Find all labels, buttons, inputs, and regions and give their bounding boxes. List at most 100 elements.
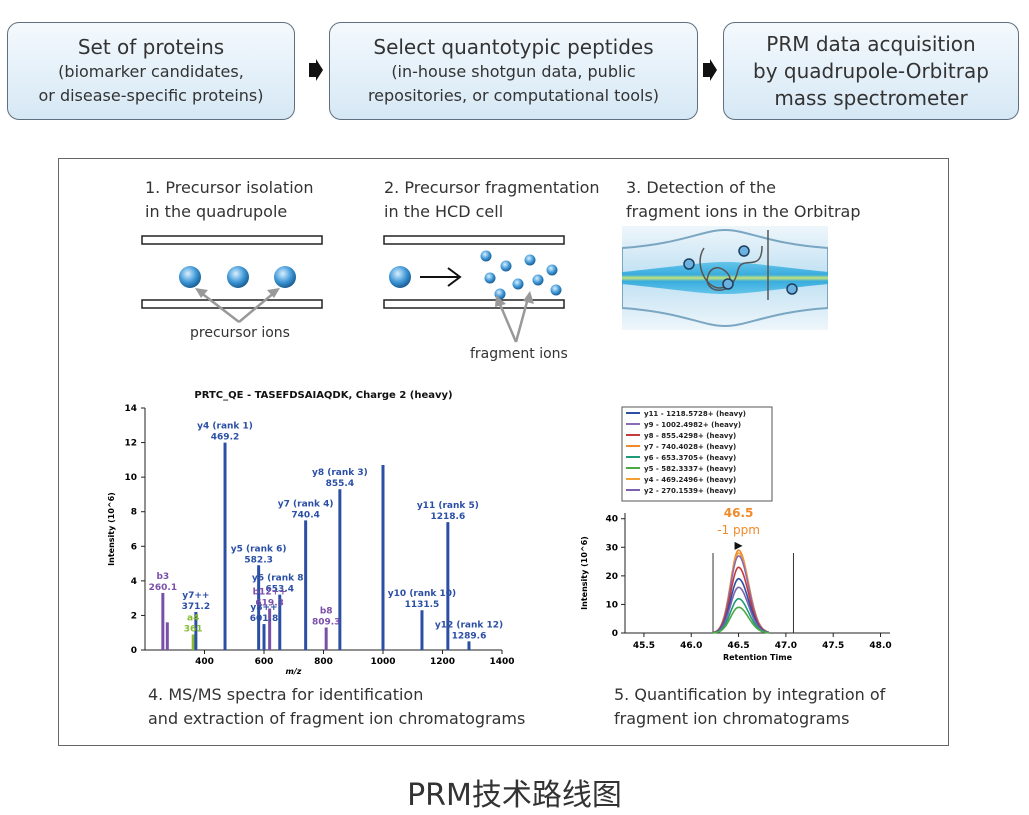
msms-spectrum-chart: PRTC_QE - TASEFDSAIAQDK, Charge 2 (heavy…	[107, 390, 515, 676]
chromatogram-trace	[711, 555, 770, 634]
peak-label-mz: 619.3	[255, 599, 283, 609]
fragment-ion	[512, 278, 524, 290]
chromatogram-y-tick-label: 30	[605, 543, 618, 553]
stage-acquisition-line2: by quadrupole-Orbitrap	[753, 58, 989, 83]
chromatogram-x-tick-label: 46.0	[680, 641, 702, 651]
stage-proteins-title: Set of proteins	[77, 35, 225, 59]
chromatogram-chart: y11 - 1218.5728+ (heavy) y9 - 1002.4982+ …	[580, 406, 892, 662]
arrow-right-icon	[309, 59, 323, 81]
peak-label-mz: 1131.5	[405, 600, 440, 610]
peak-label-ion: y11 (rank 5)	[417, 501, 479, 511]
hcd-cell-illustration	[383, 235, 565, 343]
fragment-ion	[546, 264, 558, 276]
chromatogram-x-tick-label: 48.0	[869, 641, 891, 651]
spectrum-x-tick-label: 400	[195, 657, 214, 667]
peak-label-ion: y8 (rank 3)	[312, 468, 368, 478]
legend-entry: y5 - 582.3337+ (heavy)	[644, 465, 736, 473]
peak-label-ion: y6 (rank 8)	[252, 574, 308, 584]
peak-label-mz: 469.2	[211, 433, 239, 443]
step5-label: 5. Quantification by integration of frag…	[614, 683, 885, 731]
chromatogram-legend	[621, 406, 773, 502]
peak-label-ion: y10 (rank 10)	[388, 589, 456, 599]
peak-label-mz: 260.1	[149, 583, 177, 593]
peak-label-ion: b12++	[253, 588, 287, 598]
chromatogram-x-tick-label: 47.5	[822, 641, 844, 651]
step2-line1: 2. Precursor fragmentation	[384, 178, 600, 197]
ion-in-orbitrap	[738, 245, 750, 257]
peak-label-mz: 371.2	[182, 602, 210, 612]
stage-proteins-line3: or disease-specific proteins)	[38, 86, 264, 105]
chromatogram-trace	[712, 552, 770, 634]
spectrum-y-axis-label: Intensity (10^6)	[107, 492, 116, 566]
chromatogram-x-axis-label: Retention Time	[723, 653, 793, 662]
spectrum-x-tick-label: 800	[314, 657, 333, 667]
stage-peptides-title: Select quantotypic peptides	[373, 35, 654, 59]
peak-label-ion: y5 (rank 6)	[231, 544, 287, 554]
figure-caption: PRM技术路线图	[407, 778, 622, 813]
peak-label-ion: y7++	[182, 591, 209, 601]
quadrupole-rod-top	[141, 235, 323, 245]
stage-peptides: Select quantotypic peptides (in-house sh…	[329, 22, 698, 120]
spectrum-y-tick-label: 0	[131, 646, 137, 656]
ion-in-orbitrap	[683, 258, 695, 270]
spectrum-y-tick-label: 10	[124, 473, 137, 483]
step5-line1: 5. Quantification by integration of	[614, 685, 886, 704]
peak-label-mz: 855.4	[326, 479, 354, 489]
spectrum-y-tick-label: 14	[124, 404, 137, 414]
step1-line2: in the quadrupole	[145, 202, 288, 221]
chromatogram-trace	[712, 549, 770, 634]
spectrum-y-tick-label: 6	[131, 542, 137, 552]
quadrupole-rod-bottom	[141, 299, 323, 309]
step2-line2: in the HCD cell	[384, 202, 504, 221]
peak-label-mz: 601.8	[250, 614, 278, 624]
orbitrap-electrode	[622, 228, 828, 328]
legend-entry: y8 - 855.4298+ (heavy)	[644, 432, 736, 440]
step4-line2: and extraction of fragment ion chromatog…	[148, 709, 526, 728]
peak-label-ion: y12 (rank 12)	[435, 620, 503, 630]
step4-line1: 4. MS/MS spectra for identification	[148, 685, 424, 704]
legend-entry: y7 - 740.4028+ (heavy)	[644, 443, 736, 451]
spectrum-title: PRTC_QE - TASEFDSAIAQDK, Charge 2 (heavy…	[194, 390, 452, 401]
fragment-ions-label: fragment ions	[470, 346, 568, 362]
hcd-rod-top	[383, 235, 565, 245]
peak-label-mz: 1289.6	[452, 631, 487, 641]
stage-acquisition: PRM data acquisition by quadrupole-Orbit…	[723, 22, 1019, 120]
precursor-ion	[274, 266, 296, 288]
peak-label-ion: a4	[187, 613, 199, 623]
fragment-ion	[484, 272, 496, 284]
peak-label-mz: 809.3	[312, 618, 340, 628]
chromatogram-trace	[712, 606, 769, 634]
chromatogram-x-tick-label: 45.5	[633, 641, 655, 651]
peak-label-mz: 740.4	[291, 510, 319, 520]
spectrum-y-tick-label: 4	[131, 577, 137, 587]
step3-line1: 3. Detection of the	[626, 178, 776, 197]
spectrum-x-tick-label: 1000	[370, 657, 395, 667]
ion-in-orbitrap	[786, 283, 798, 295]
spectrum-x-tick-label: 600	[255, 657, 274, 667]
spectrum-x-tick-label: 1200	[430, 657, 455, 667]
chromatogram-y-tick-label: 0	[612, 629, 618, 639]
spectrum-x-tick-label: 1400	[489, 657, 514, 667]
peak-label-mz: 582.3	[244, 555, 272, 565]
fragment-ion	[550, 284, 562, 296]
legend-entry: y9 - 1002.4982+ (heavy)	[644, 421, 741, 429]
precursor-ion	[389, 266, 411, 288]
legend-entry: y11 - 1218.5728+ (heavy)	[644, 410, 746, 418]
step2-label: 2. Precursor fragmentation in the HCD ce…	[384, 176, 600, 224]
chromatogram-y-tick-label: 20	[605, 572, 618, 582]
peak-label-ion: b3	[156, 572, 169, 582]
legend-entry: y4 - 469.2496+ (heavy)	[644, 476, 736, 484]
chromatogram-x-tick-label: 46.5	[727, 641, 749, 651]
step3-label: 3. Detection of the fragment ions in the…	[626, 176, 861, 224]
legend-entry: y6 - 653.3705+ (heavy)	[644, 454, 736, 462]
precursor-ion	[179, 266, 201, 288]
peak-label-ion: b8	[320, 607, 333, 617]
fragment-ion	[500, 260, 512, 272]
step1-line1: 1. Precursor isolation	[145, 178, 314, 197]
apex-rt-label: 46.5	[724, 506, 754, 520]
fragment-ion	[532, 274, 544, 286]
chromatogram-y-tick-label: 40	[605, 515, 618, 525]
chromatogram-y-tick-label: 10	[605, 600, 618, 610]
orbitrap-spindle	[622, 262, 828, 294]
step4-label: 4. MS/MS spectra for identification and …	[148, 683, 525, 731]
